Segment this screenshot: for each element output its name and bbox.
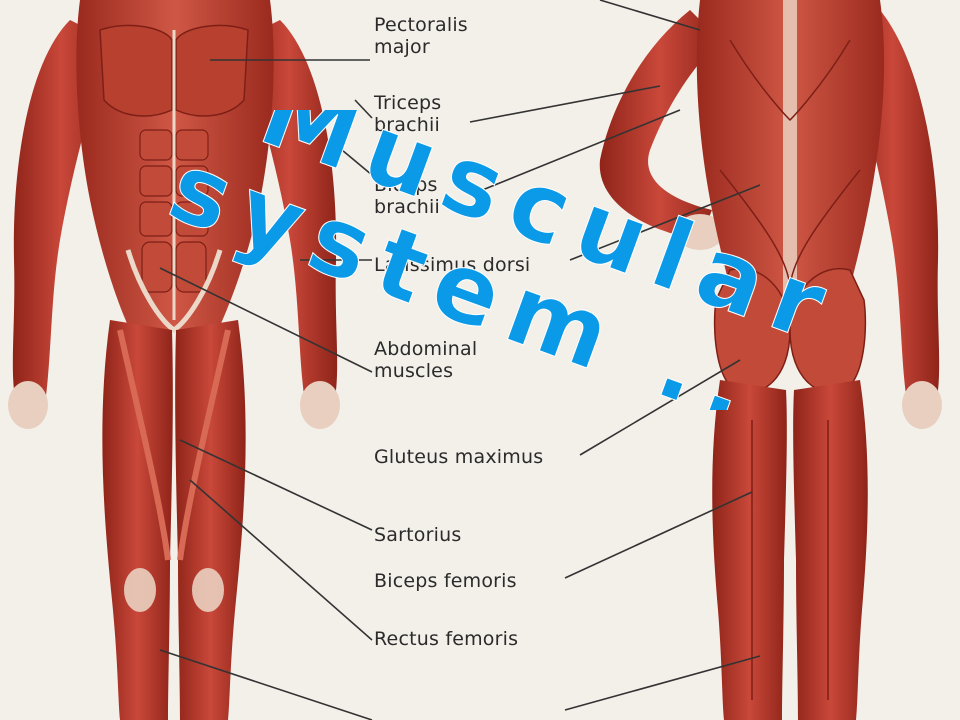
front-abdominals xyxy=(139,129,209,293)
label-rectus-femoris: Rectus femoris xyxy=(374,628,519,650)
label-latissimus-dorsi: Latissimus dorsi xyxy=(374,254,531,276)
label-sartorius: Sartorius xyxy=(374,524,462,546)
front-right-hand xyxy=(300,381,340,429)
leader-lines xyxy=(159,0,761,720)
back-right-leg xyxy=(793,380,868,720)
label-pectoralis-major: Pectoralis major xyxy=(374,14,468,58)
overlay-title: Muscular system ... xyxy=(155,110,852,410)
back-gluteus-left xyxy=(713,267,791,394)
front-pectoral-right xyxy=(175,24,249,117)
label-abdominal-muscles: Abdominal muscles xyxy=(374,338,478,382)
back-gluteus-right xyxy=(789,267,867,394)
back-left-arm xyxy=(599,10,720,240)
front-pectoral-left xyxy=(99,24,173,117)
front-left-leg xyxy=(102,320,173,720)
back-left-leg xyxy=(712,380,787,720)
label-biceps-femoris: Biceps femoris xyxy=(374,570,517,592)
label-gluteus-maximus: Gluteus maximus xyxy=(374,446,544,468)
front-right-leg xyxy=(175,320,246,720)
front-figure xyxy=(8,0,340,720)
label-biceps-brachii: Biceps brachii xyxy=(374,174,440,218)
label-triceps-brachii: Triceps brachii xyxy=(374,92,442,136)
front-left-hand xyxy=(8,381,48,429)
back-figure xyxy=(599,0,942,720)
